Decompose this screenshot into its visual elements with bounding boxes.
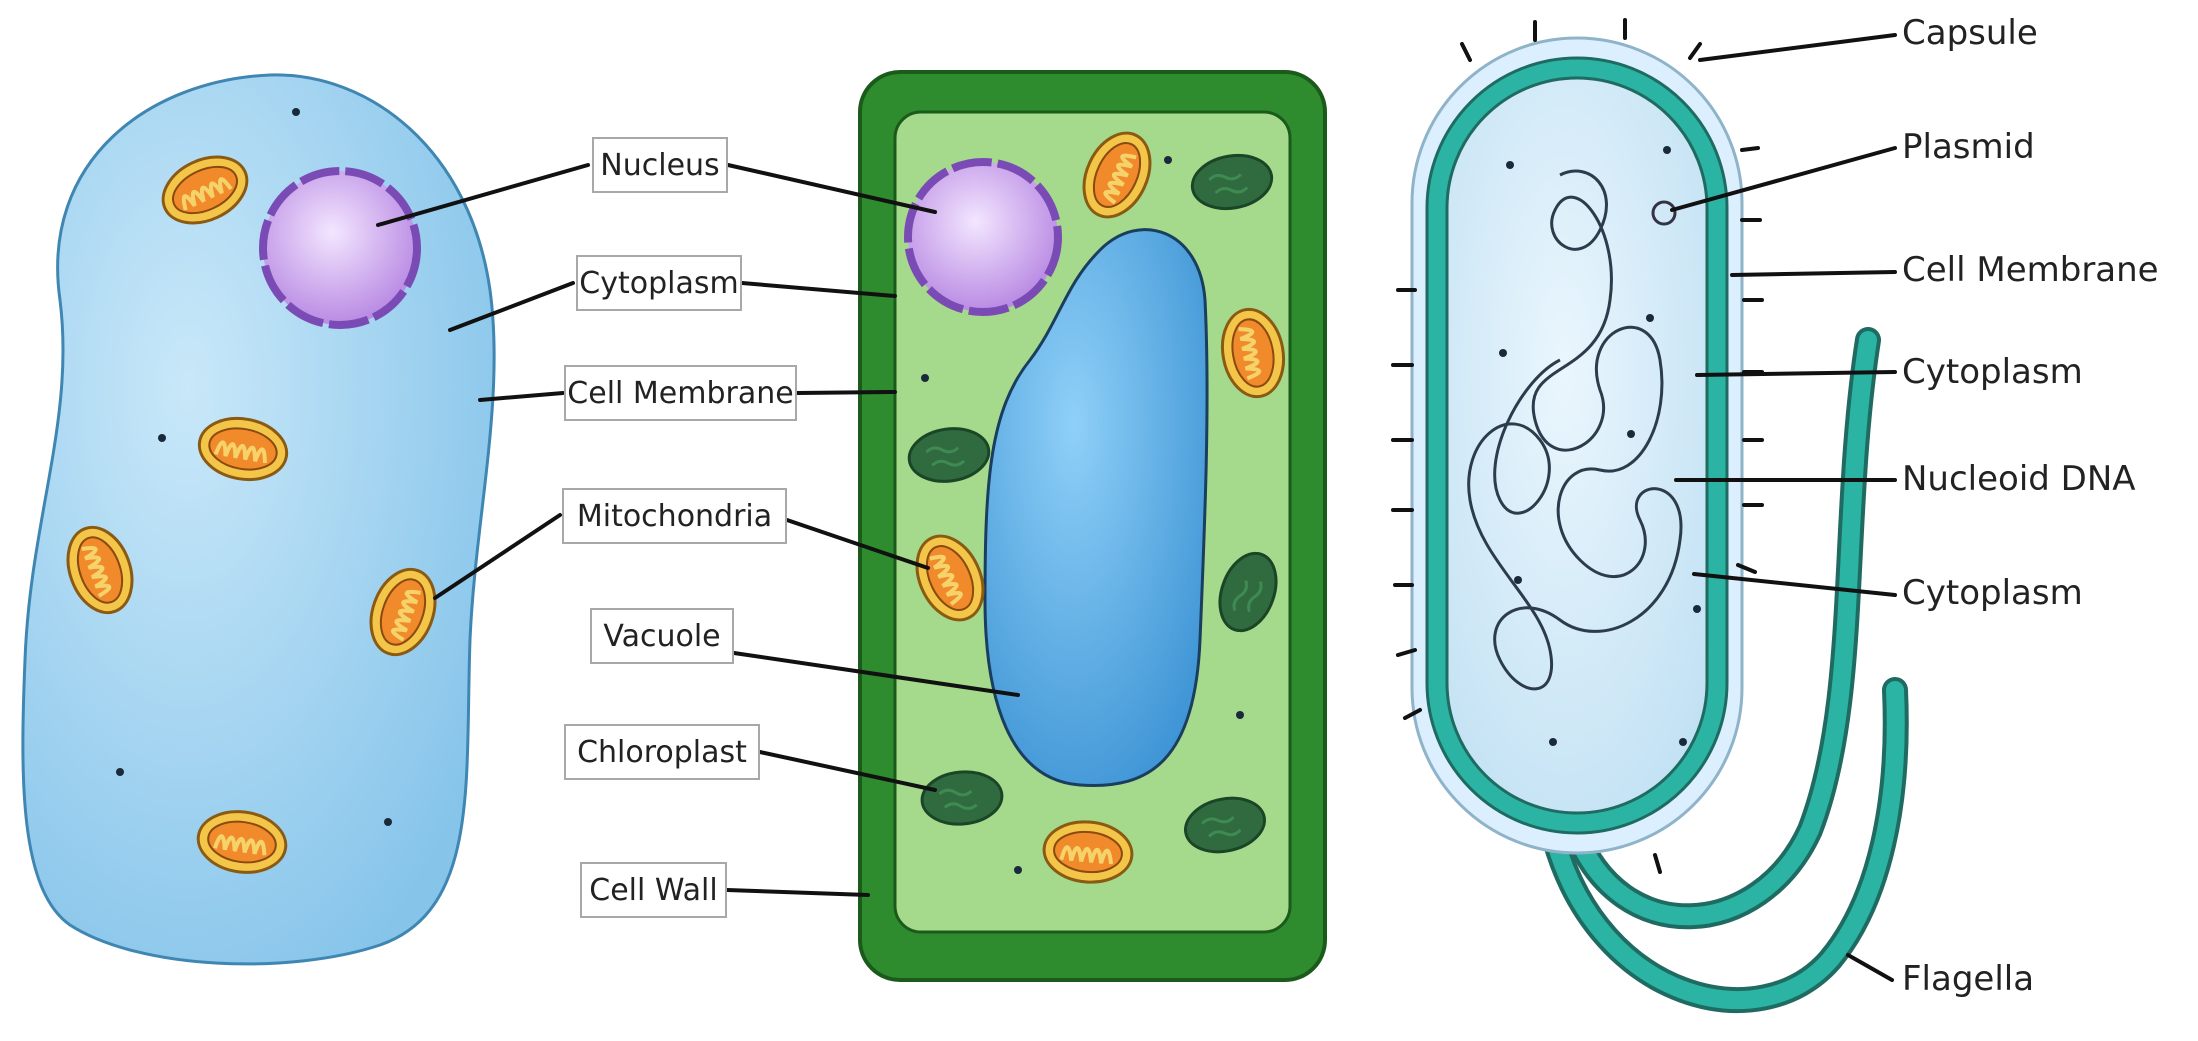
label-nucleus: Nucleus: [592, 137, 728, 193]
label-plasmid: Plasmid: [1902, 130, 2035, 164]
label-mitochondria: Mitochondria: [562, 488, 787, 544]
plant-cell: [860, 72, 1325, 980]
label-vacuole: Vacuole: [590, 608, 734, 664]
label-nucleoid-dna: Nucleoid DNA: [1902, 462, 2136, 496]
label-bacteria-cytoplasm-upper: Cytoplasm: [1902, 355, 2083, 389]
animal-cell: [23, 75, 494, 964]
label-bacteria-cell-membrane: Cell Membrane: [1902, 253, 2159, 287]
label-cytoplasm: Cytoplasm: [576, 255, 742, 311]
label-flagella: Flagella: [1902, 962, 2034, 996]
label-cell-wall: Cell Wall: [580, 862, 727, 918]
bacteria-cytoplasm: [1447, 78, 1707, 813]
label-capsule: Capsule: [1902, 16, 2038, 50]
animal-nucleus: [263, 171, 417, 325]
label-bacteria-cytoplasm-lower: Cytoplasm: [1902, 576, 2083, 610]
label-cell-membrane: Cell Membrane: [564, 365, 797, 421]
plant-nucleus: [908, 162, 1058, 312]
label-chloroplast: Chloroplast: [564, 724, 760, 780]
